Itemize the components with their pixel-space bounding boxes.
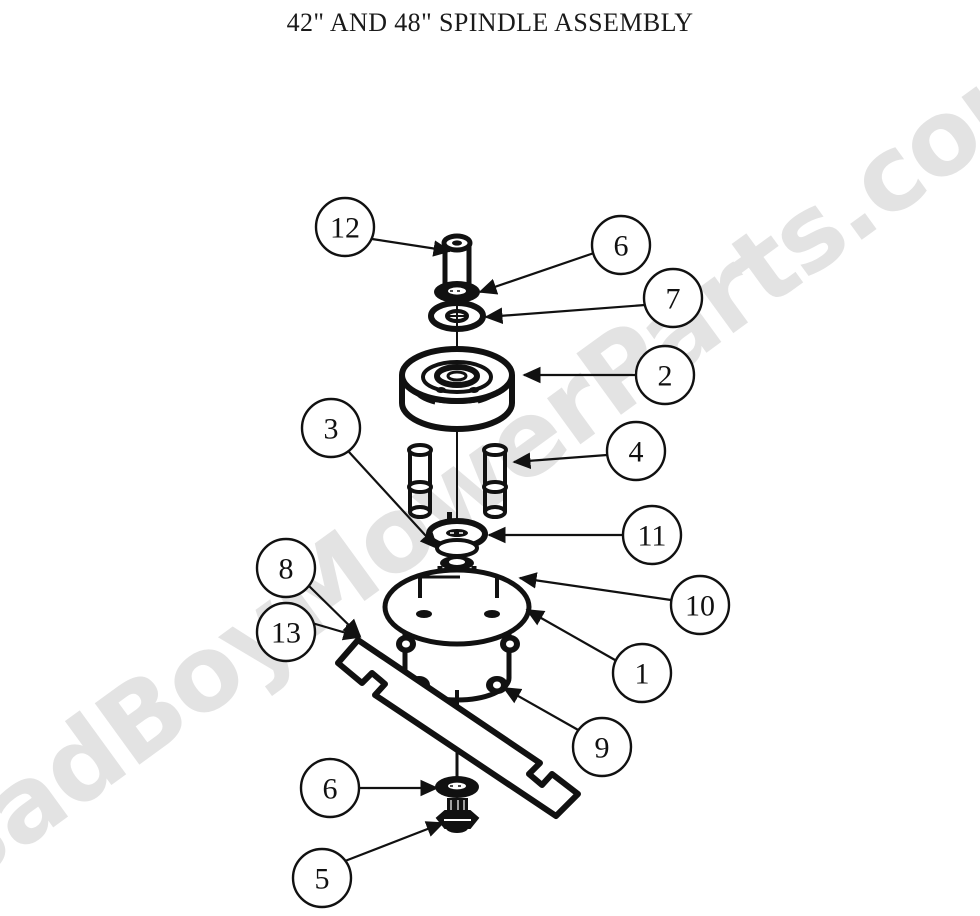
- callout-circle-13[interactable]: [255, 601, 317, 663]
- mower-blade-part: [335, 637, 581, 819]
- callout-circle-1[interactable]: [611, 642, 673, 704]
- callout-label-5: 5: [315, 863, 330, 896]
- leader-4: [512, 452, 608, 469]
- callout-label-6-top: 6: [614, 230, 629, 263]
- leader-10: [518, 572, 672, 602]
- callout-label-7: 7: [666, 283, 681, 316]
- callout-label-4: 4: [629, 436, 644, 469]
- callout-balloon-6-bottom[interactable]: 6: [299, 757, 361, 819]
- callout-label-3: 3: [324, 413, 339, 446]
- leader-7: [484, 303, 646, 324]
- callout-circle-8[interactable]: [255, 537, 317, 599]
- leader-lines: [307, 237, 672, 863]
- page-title: 42" AND 48" SPINDLE ASSEMBLY: [286, 8, 694, 37]
- callout-balloon-8[interactable]: 8: [255, 537, 317, 599]
- callout-label-1: 1: [635, 658, 650, 691]
- callout-balloon-5[interactable]: 5: [291, 847, 353, 909]
- leader-1: [525, 609, 616, 661]
- callout-label-2: 2: [658, 360, 673, 393]
- callout-label-13: 13: [271, 617, 301, 650]
- callout-balloon-2[interactable]: 2: [634, 344, 696, 406]
- callout-balloon-3[interactable]: 3: [300, 397, 362, 459]
- leader-9: [502, 687, 581, 732]
- callout-balloon-1[interactable]: 1: [611, 642, 673, 704]
- callout-label-12: 12: [330, 212, 360, 245]
- callout-label-11: 11: [638, 520, 667, 553]
- housing-boss-upper-right: [500, 635, 520, 653]
- blade-nut-part: [435, 798, 480, 833]
- callout-balloon-10[interactable]: 10: [669, 574, 731, 636]
- leader-6-top: [478, 251, 595, 295]
- callout-balloon-9[interactable]: 9: [571, 716, 633, 778]
- callout-circle-3[interactable]: [300, 397, 362, 459]
- lock-washer-lower-part: [435, 776, 479, 798]
- callout-circle-11[interactable]: [621, 504, 683, 566]
- hex-bolt-part: [441, 233, 473, 288]
- callout-circle-12[interactable]: [314, 196, 376, 258]
- callout-balloon-13[interactable]: 13: [255, 601, 317, 663]
- callout-circle-9[interactable]: [571, 716, 633, 778]
- callout-balloon-12[interactable]: 12: [314, 196, 376, 258]
- housing-boss-upper-left: [396, 635, 416, 653]
- leader-12: [371, 237, 452, 257]
- callout-label-6-bottom: 6: [323, 773, 338, 806]
- callout-balloon-7[interactable]: 7: [642, 267, 704, 329]
- callout-label-8: 8: [279, 553, 294, 586]
- spindle-bolt-left-part: [407, 443, 433, 519]
- housing-boss-lower-right: [486, 676, 508, 694]
- callout-balloon-11[interactable]: 11: [621, 504, 683, 566]
- leader-3: [348, 451, 439, 550]
- leader-13: [311, 621, 362, 641]
- callout-label-10: 10: [685, 590, 715, 623]
- callout-label-9: 9: [595, 732, 610, 765]
- callout-circle-5[interactable]: [291, 847, 353, 909]
- leader-5: [344, 821, 445, 863]
- callout-balloon-6-top[interactable]: 6: [590, 214, 652, 276]
- callout-circle-7[interactable]: [642, 267, 704, 329]
- spacer-collar-part: [426, 512, 488, 558]
- callout-balloon-4[interactable]: 4: [605, 420, 667, 482]
- pulley-part: [399, 346, 515, 432]
- callout-circle-6-top[interactable]: [590, 214, 652, 276]
- callout-circle-4[interactable]: [605, 420, 667, 482]
- spindle-bolt-right-part: [482, 443, 508, 519]
- lock-washer-upper-part: [434, 281, 480, 303]
- callout-circle-10[interactable]: [669, 574, 731, 636]
- callout-circle-6-bottom[interactable]: [299, 757, 361, 819]
- callout-circle-2[interactable]: [634, 344, 696, 406]
